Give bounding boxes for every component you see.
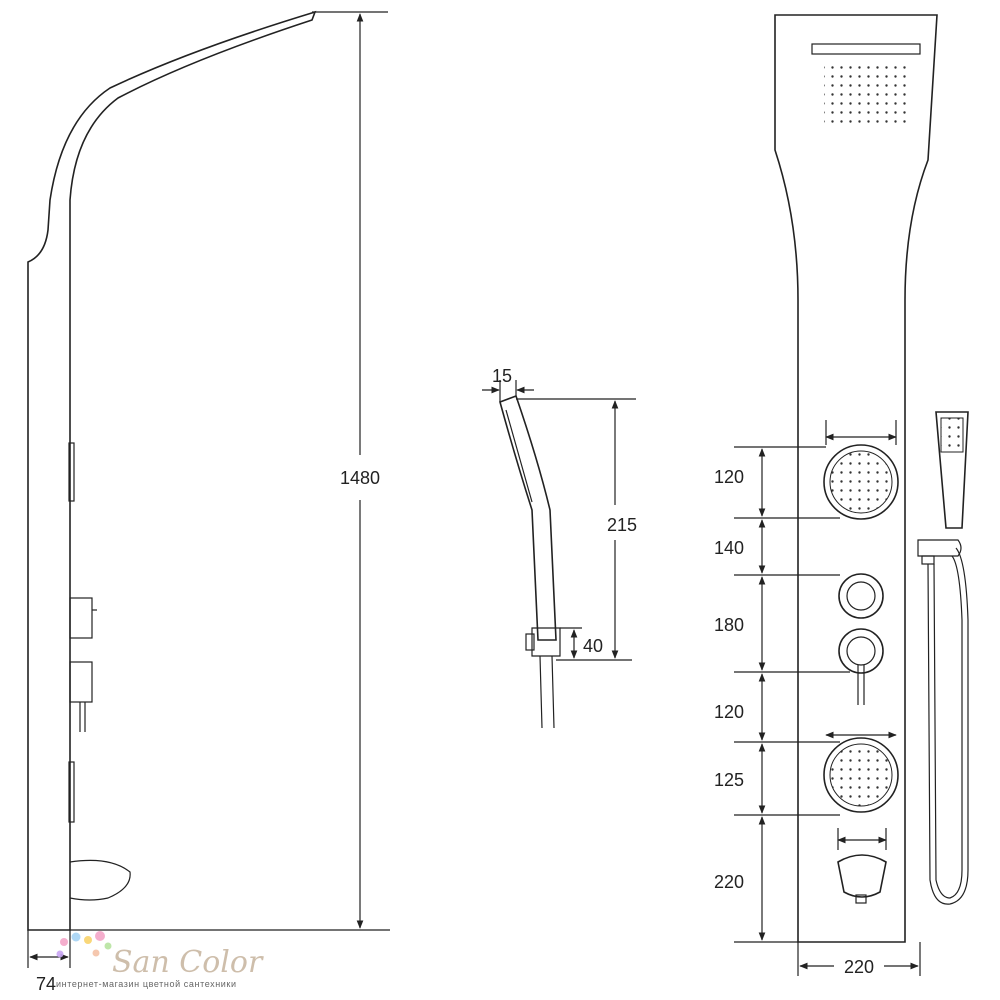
watermark-dots-icon	[56, 931, 112, 958]
mixer-knob	[838, 628, 884, 705]
handshower-on-bar	[917, 411, 969, 905]
front-panel-outline	[774, 14, 938, 943]
spacing-label-6: 220	[714, 872, 744, 892]
handshower-thickness-label: 15	[492, 366, 512, 386]
front-width-label: 220	[844, 957, 874, 977]
tub-spout	[837, 854, 887, 904]
watermark: San Color интернет-магазин цветной санте…	[56, 931, 264, 989]
side-knob-profile-2	[69, 661, 93, 732]
waterfall-outlet	[811, 43, 921, 55]
handshower-face	[940, 417, 964, 453]
front-spacing-dimensions: 120 140 180 120 125 220	[714, 446, 850, 943]
spacing-label-2: 140	[714, 538, 744, 558]
handshower-length-label: 215	[607, 515, 637, 535]
body-jet-upper	[823, 444, 899, 520]
spacing-label-1: 120	[714, 467, 744, 487]
diverter-knob	[838, 573, 884, 619]
side-knob-profile-1	[69, 597, 97, 639]
watermark-tagline: интернет-магазин цветной сантехники	[56, 979, 237, 989]
front-view: 120 140 180 120 125 220 220	[714, 14, 969, 977]
handshower-holder-label: 40	[583, 636, 603, 656]
body-jet-lower	[823, 737, 899, 813]
rain-nozzle-grid	[824, 62, 910, 128]
watermark-brand: San Color	[112, 945, 264, 980]
height-dimension-label: 1480	[340, 468, 380, 488]
spacing-label-4: 120	[714, 702, 744, 722]
depth-dimension-label: 74	[36, 974, 56, 994]
handshower-holder	[531, 627, 561, 657]
side-view: 1480 74	[27, 10, 390, 994]
side-jet-profile-1	[68, 442, 75, 502]
side-panel-outline	[27, 10, 317, 931]
spacing-label-5: 125	[714, 770, 744, 790]
spacing-label-3: 180	[714, 615, 744, 635]
side-spout-profile	[69, 859, 131, 901]
handshower-outline	[499, 394, 557, 641]
handshower-hose-loop	[927, 547, 969, 905]
handshower-detail: 15 215 40	[482, 366, 637, 729]
handshower-hose	[539, 655, 555, 729]
side-jet-profile-2	[68, 761, 75, 823]
